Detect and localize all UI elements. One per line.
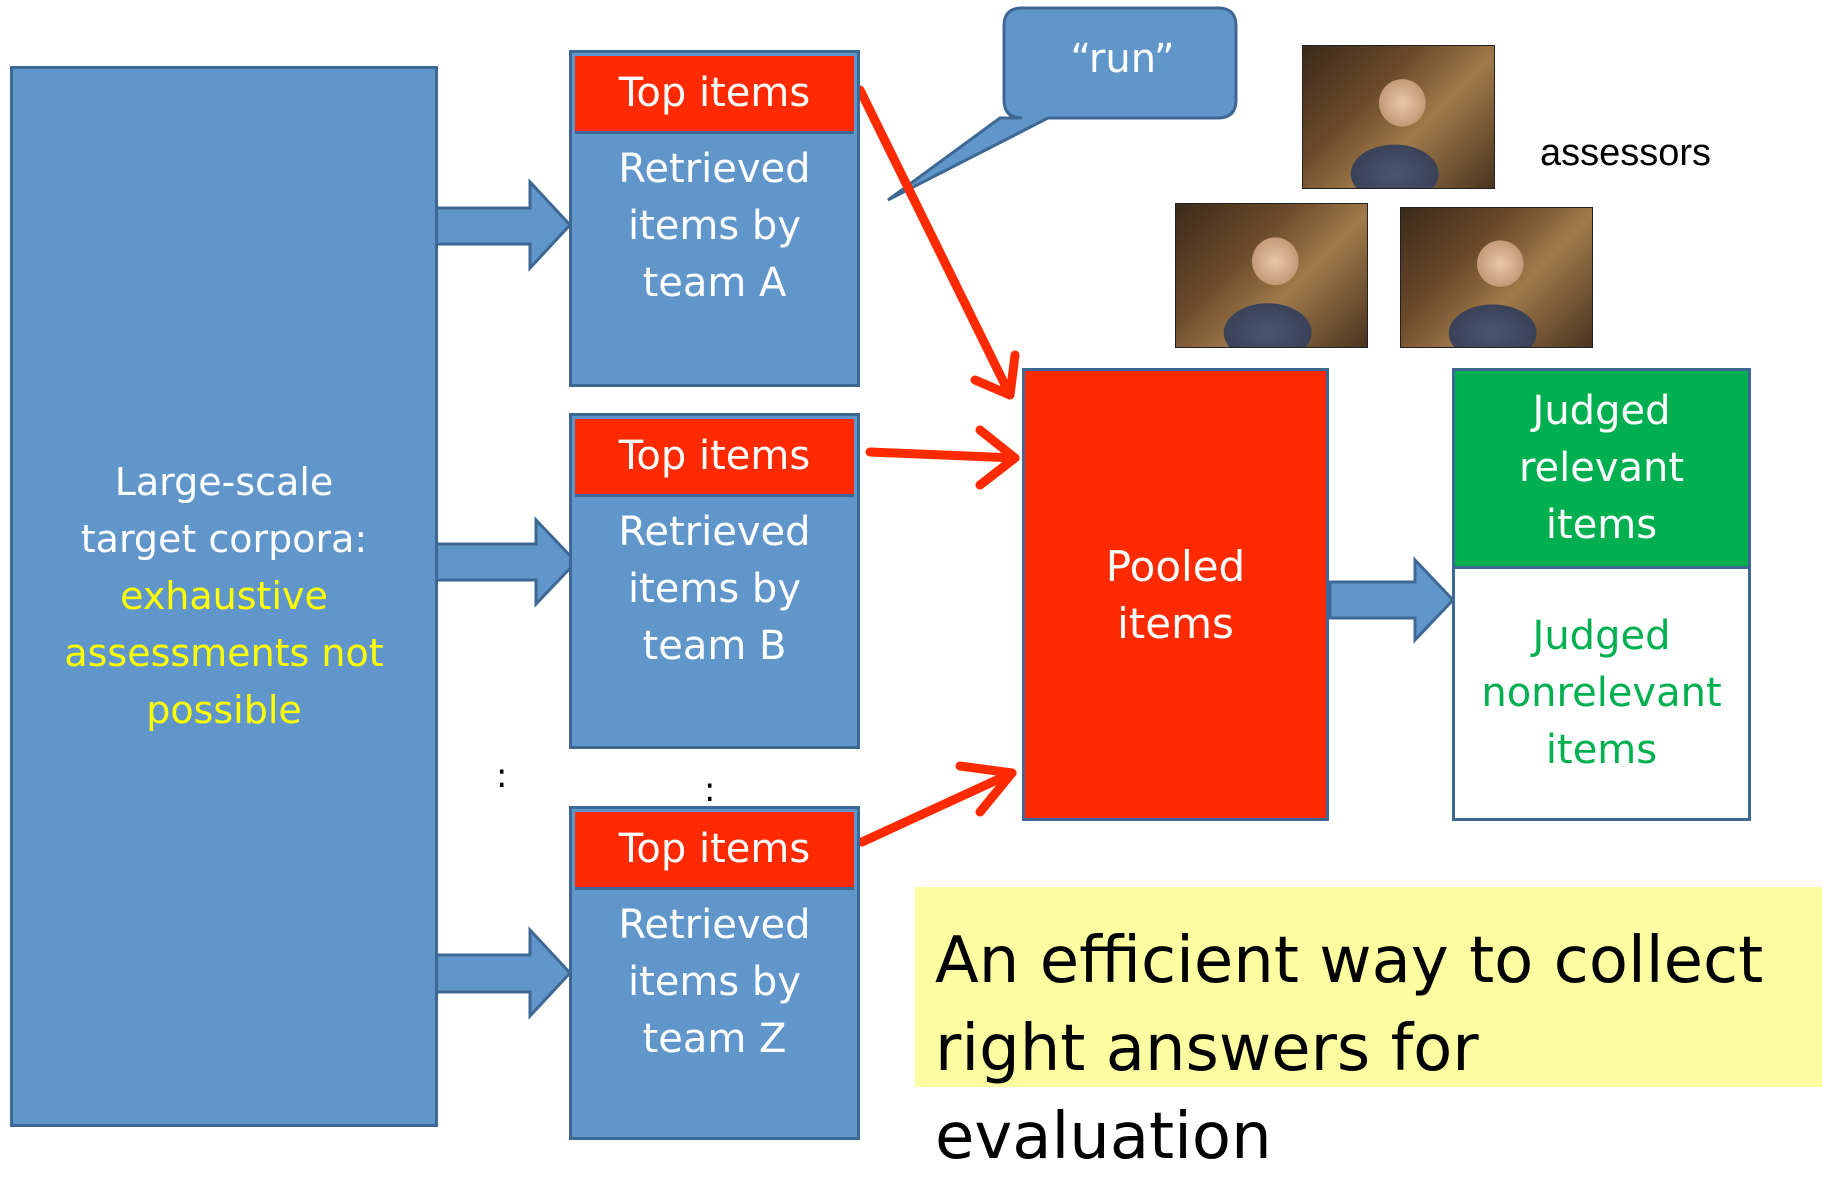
pooled-items-box: Pooled items bbox=[1022, 368, 1329, 821]
assessor-photo-1 bbox=[1302, 45, 1495, 189]
team-a-top-items: Top items bbox=[575, 56, 854, 134]
team-z-to-pool-arrowhead bbox=[955, 761, 1017, 817]
ellipsis-left: : bbox=[496, 756, 508, 796]
assessors-label: assessors bbox=[1540, 132, 1712, 174]
corpus-line-3: exhaustive bbox=[120, 574, 328, 618]
team-z-top-items: Top items bbox=[575, 812, 854, 890]
team-b-retrieved-label: Retrieved items by team B bbox=[618, 509, 811, 669]
judged-relevant-line-2: relevant bbox=[1518, 445, 1685, 491]
team-a-to-pool-arrow bbox=[855, 85, 1015, 400]
judged-box: Judged relevant items Judged nonrelevant… bbox=[1452, 368, 1751, 821]
corpus-to-team-z-arrow bbox=[434, 926, 573, 1020]
judged-relevant-section: Judged relevant items bbox=[1455, 371, 1748, 569]
corpus-box: Large-scale target corpora: exhaustive a… bbox=[10, 66, 438, 1127]
summary-note-line-2: right answers for evaluation bbox=[935, 1012, 1479, 1174]
team-b-to-pool-arrow bbox=[865, 447, 1020, 463]
corpus-to-team-a-arrow bbox=[434, 178, 573, 272]
team-b-top-items: Top items bbox=[575, 419, 854, 497]
corpus-to-team-b-arrow bbox=[434, 516, 579, 608]
judged-nonrelevant-line-3: items bbox=[1545, 727, 1658, 773]
pooled-line-1: Pooled bbox=[1105, 541, 1246, 591]
summary-note-line-1: An efficient way to collect bbox=[935, 924, 1764, 998]
connector-layer bbox=[434, 6, 1456, 1020]
corpus-line-1: Large-scale bbox=[114, 460, 334, 504]
corpus-line-5: possible bbox=[146, 688, 302, 732]
judged-relevant-line-3: items bbox=[1545, 502, 1658, 548]
run-callout-text: “run” bbox=[1070, 36, 1175, 82]
judged-relevant-line-1: Judged bbox=[1532, 388, 1671, 434]
judged-nonrelevant-section: Judged nonrelevant items bbox=[1455, 569, 1748, 818]
team-z-retrieved-label: Retrieved items by team Z bbox=[618, 902, 811, 1062]
corpus-line-2: target corpora: bbox=[80, 517, 368, 561]
team-b-box: Top items Retrieved items by team B bbox=[569, 413, 860, 749]
judged-nonrelevant-line-1: Judged bbox=[1532, 613, 1671, 659]
pooled-line-2: items bbox=[1117, 598, 1234, 648]
team-z-to-pool-arrow bbox=[857, 768, 1017, 847]
team-a-box: Top items Retrieved items by team A bbox=[569, 50, 860, 387]
run-callout-bubble bbox=[887, 6, 1238, 202]
assessor-photo-3 bbox=[1400, 207, 1593, 348]
corpus-line-4: assessments not bbox=[64, 631, 384, 675]
team-a-retrieved-label: Retrieved items by team A bbox=[618, 146, 811, 306]
pooled-to-judged-arrow bbox=[1328, 556, 1456, 644]
team-b-to-pool-arrowhead bbox=[975, 425, 1020, 490]
ellipsis-center: : bbox=[704, 770, 716, 810]
summary-note: An efficient way to collect right answer… bbox=[915, 887, 1822, 1174]
team-a-to-pool-arrowhead bbox=[970, 350, 1020, 400]
assessor-photo-2 bbox=[1175, 203, 1368, 348]
judged-nonrelevant-line-2: nonrelevant bbox=[1481, 670, 1722, 716]
team-z-box: Top items Retrieved items by team Z bbox=[569, 806, 860, 1140]
